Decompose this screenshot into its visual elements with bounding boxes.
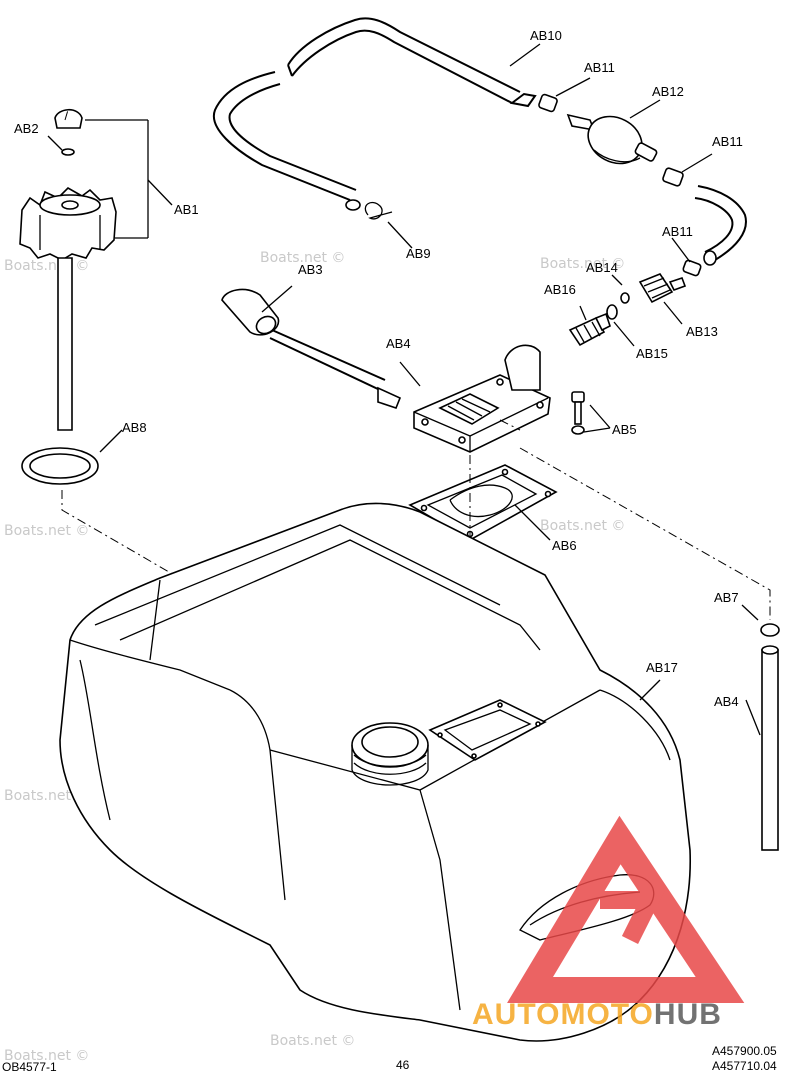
fuel-hose-upper bbox=[287, 17, 537, 108]
watermark-text: Boats.net © bbox=[540, 256, 625, 272]
callout-ab7: AB7 bbox=[714, 590, 739, 605]
callout-ab13: AB13 bbox=[686, 324, 718, 339]
o-ring-ab8 bbox=[21, 429, 123, 485]
washer-ab15 bbox=[606, 304, 635, 347]
callout-ab4-lower: AB4 bbox=[714, 694, 739, 709]
watermark-text: Boats.net © bbox=[270, 1033, 355, 1049]
footer-ref-1: A457900.05 bbox=[712, 1044, 777, 1058]
pickup-tube-ab4 bbox=[741, 604, 780, 851]
fuel-tank-ab17 bbox=[59, 502, 692, 1042]
hose-connector-ab11-a bbox=[538, 77, 591, 113]
callout-ab11-c: AB11 bbox=[662, 224, 693, 239]
callout-ab9: AB9 bbox=[406, 246, 431, 261]
primer-bulb-ab12 bbox=[566, 99, 661, 165]
callout-labels: AB2 AB1 AB3 AB4 AB5 AB6 AB7 AB8 AB9 AB10… bbox=[14, 28, 743, 709]
footer-ref-2: A457710.04 bbox=[712, 1059, 777, 1073]
filler-cap-ab1 bbox=[19, 108, 173, 431]
fuel-gauge-float-ab3 bbox=[221, 285, 402, 409]
fitting-ab16 bbox=[568, 305, 611, 347]
watermark-text: Boats.net © bbox=[4, 1048, 89, 1064]
o-ring-ab14 bbox=[611, 274, 630, 304]
watermark-text: Boats.net © bbox=[4, 523, 89, 539]
automotohub-logo: AUTOMOTOHUB bbox=[472, 815, 745, 1031]
svg-text:AUTOMOTOHUB: AUTOMOTOHUB bbox=[472, 998, 722, 1031]
hose-clamp-ab9 bbox=[364, 201, 413, 249]
callout-ab3: AB3 bbox=[298, 262, 323, 277]
logo-text-part2: HUB bbox=[654, 998, 722, 1031]
watermark-text: Boats.net © bbox=[260, 250, 345, 266]
callout-ab6: AB6 bbox=[552, 538, 577, 553]
callout-ab1: AB1 bbox=[174, 202, 199, 217]
watermark-text: Boats.net © bbox=[4, 788, 89, 804]
watermark-text: Boats.net © bbox=[4, 258, 89, 274]
fuel-hose-right bbox=[694, 185, 747, 266]
callout-ab17: AB17 bbox=[646, 660, 678, 675]
fitting-ab13 bbox=[638, 273, 687, 325]
callout-ab12: AB12 bbox=[652, 84, 684, 99]
hose-connector-ab11-b bbox=[662, 153, 713, 187]
callout-ab11-b: AB11 bbox=[712, 134, 743, 149]
callout-ab4-upper: AB4 bbox=[386, 336, 411, 351]
watermark-text: Boats.net © bbox=[540, 518, 625, 534]
callout-ab8: AB8 bbox=[122, 420, 147, 435]
callout-ab11-a: AB11 bbox=[584, 60, 615, 75]
footer-left-code: OB4577-1 bbox=[2, 1060, 57, 1074]
callout-ab10: AB10 bbox=[530, 28, 562, 43]
callout-ab15: AB15 bbox=[636, 346, 668, 361]
screw-ab5 bbox=[571, 391, 611, 435]
logo-triangle-icon bbox=[507, 815, 745, 1003]
sending-unit-ab4 bbox=[399, 344, 551, 453]
fuel-hose-left bbox=[212, 71, 361, 211]
callout-ab16: AB16 bbox=[544, 282, 576, 297]
hose-connector-ab11-c bbox=[671, 237, 702, 277]
callout-ab14: AB14 bbox=[586, 260, 618, 275]
callout-ab2: AB2 bbox=[14, 121, 39, 136]
logo-text-part1: AUTOMOTO bbox=[472, 998, 654, 1031]
page-number: 46 bbox=[396, 1058, 410, 1072]
callout-ab5: AB5 bbox=[612, 422, 637, 437]
